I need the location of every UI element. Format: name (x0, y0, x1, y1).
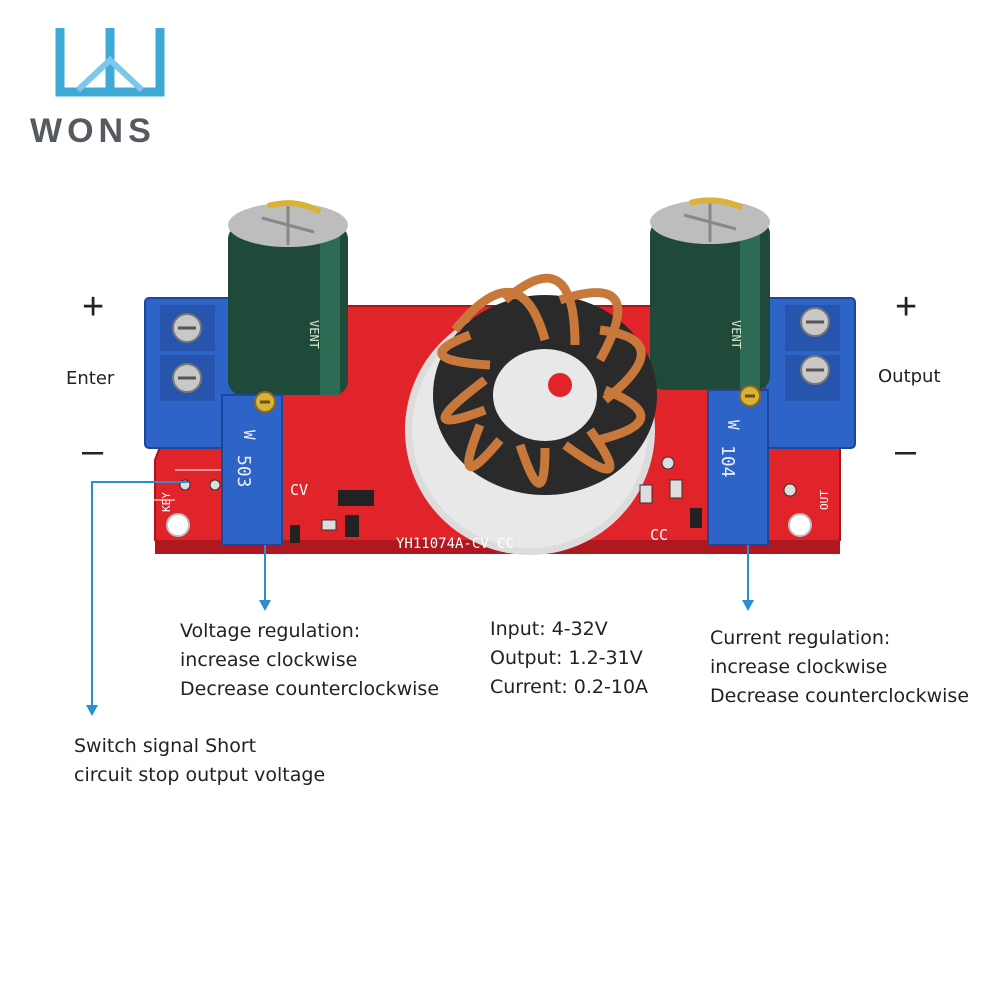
voltage-potentiometer (221, 391, 283, 546)
mounting-hole (788, 513, 812, 537)
input-minus-sign: – (82, 430, 104, 472)
spec-input: Input: 4-32V (490, 618, 608, 640)
note-line: Voltage regulation: (180, 620, 361, 642)
input-capacitor (228, 200, 348, 395)
mounting-hole (166, 513, 190, 537)
note-line: Current regulation: (710, 627, 891, 649)
silk-model: YH11074A-CV CC (396, 536, 514, 552)
silk-cc: CC (650, 526, 668, 544)
cap-marking: VENT (729, 320, 743, 349)
silk-key: KEY (160, 492, 173, 512)
silk-cv: CV (290, 481, 308, 499)
note-line: Decrease counterclockwise (180, 678, 440, 700)
note-line: increase clockwise (710, 656, 888, 678)
voltage-regulation-note: Voltage regulation: increase clockwise D… (180, 617, 439, 704)
input-terminal-block (144, 297, 236, 449)
smd-part (290, 525, 300, 543)
output-plus-sign: + (895, 286, 918, 328)
silk-out: OUT (818, 490, 831, 510)
smd-part (321, 519, 337, 531)
note-line: increase clockwise (180, 649, 358, 671)
output-terminal-block (764, 297, 856, 449)
input-plus-sign: + (82, 286, 105, 328)
smd-part (690, 508, 702, 528)
pot-marking: W (240, 430, 259, 440)
note-line: circuit stop output voltage (74, 764, 326, 786)
pot-marking: W (724, 420, 743, 430)
current-callout-arrow (742, 545, 754, 611)
specs-note: Input: 4-32V Output: 1.2-31V Current: 0.… (490, 615, 648, 702)
current-regulation-note: Current regulation: increase clockwise D… (710, 624, 969, 711)
smd-part (639, 484, 653, 504)
spec-output: Output: 1.2-31V (490, 647, 643, 669)
logo-mark-icon (55, 28, 165, 97)
brand-logo (30, 20, 190, 150)
current-potentiometer (707, 385, 769, 546)
cap-marking: VENT (307, 320, 321, 349)
input-label: Enter (66, 368, 115, 389)
note-line: Decrease counterclockwise (710, 685, 970, 707)
switch-signal-note: Switch signal Short circuit stop output … (74, 732, 325, 790)
output-label: Output (878, 366, 941, 387)
output-capacitor (650, 197, 770, 390)
toroid-inductor (433, 273, 657, 495)
note-line: Switch signal Short (74, 735, 257, 757)
switch-callout-arrow (86, 481, 188, 716)
output-minus-sign: – (895, 430, 917, 472)
smd-part (345, 515, 359, 537)
pot-code: 503 (233, 455, 254, 488)
smd-diode (338, 490, 374, 506)
spec-current: Current: 0.2-10A (490, 676, 649, 698)
smd-part (669, 479, 683, 499)
pot-code: 104 (717, 445, 738, 478)
voltage-callout-arrow (259, 545, 271, 611)
logo-text: WONS (30, 112, 156, 150)
